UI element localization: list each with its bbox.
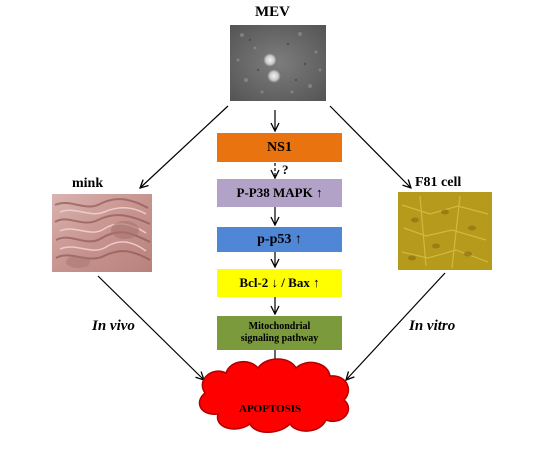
bcl2-bax-box: Bcl-2 ↓ / Bax ↑ xyxy=(217,269,342,297)
p53-label: p-p53 ↑ xyxy=(257,231,302,247)
mitochondrial-label-line1: Mitochondrial xyxy=(248,321,311,332)
in-vitro-label: In vitro xyxy=(409,318,456,334)
p53-box: p-p53 ↑ xyxy=(217,227,342,252)
mink-label: mink xyxy=(72,176,104,191)
apoptosis-label: APOPTOSIS xyxy=(239,403,302,415)
apoptosis-cloud-shape xyxy=(198,358,350,433)
mitochondrial-pathway-box: Mitochondrial signaling pathway xyxy=(217,316,342,350)
p38-mapk-label: P-P38 MAPK ↑ xyxy=(236,185,323,200)
f81-cell-label: F81 cell xyxy=(415,175,462,190)
mev-label: MEV xyxy=(255,4,290,20)
p38-mapk-box: P-P38 MAPK ↑ xyxy=(217,179,342,207)
f81-cell-image xyxy=(398,192,492,270)
connector-arrows xyxy=(97,105,446,380)
mink-tissue-image xyxy=(52,194,152,272)
mev-micrograph-image xyxy=(230,25,326,101)
arrow-mev-to-f81 xyxy=(329,105,411,188)
mitochondrial-label-line2: signaling pathway xyxy=(240,333,319,344)
in-vivo-label: In vivo xyxy=(92,318,135,334)
ns1-label: NS1 xyxy=(267,139,292,155)
arrow-mev-to-mink xyxy=(140,105,229,188)
bcl2-bax-label: Bcl-2 ↓ / Bax ↑ xyxy=(239,275,320,290)
arrow-mink-to-apoptosis xyxy=(97,275,204,380)
arrow-f81-to-apoptosis xyxy=(346,272,446,380)
question-mark-label: ? xyxy=(282,162,289,177)
ns1-box: NS1 xyxy=(217,133,342,162)
